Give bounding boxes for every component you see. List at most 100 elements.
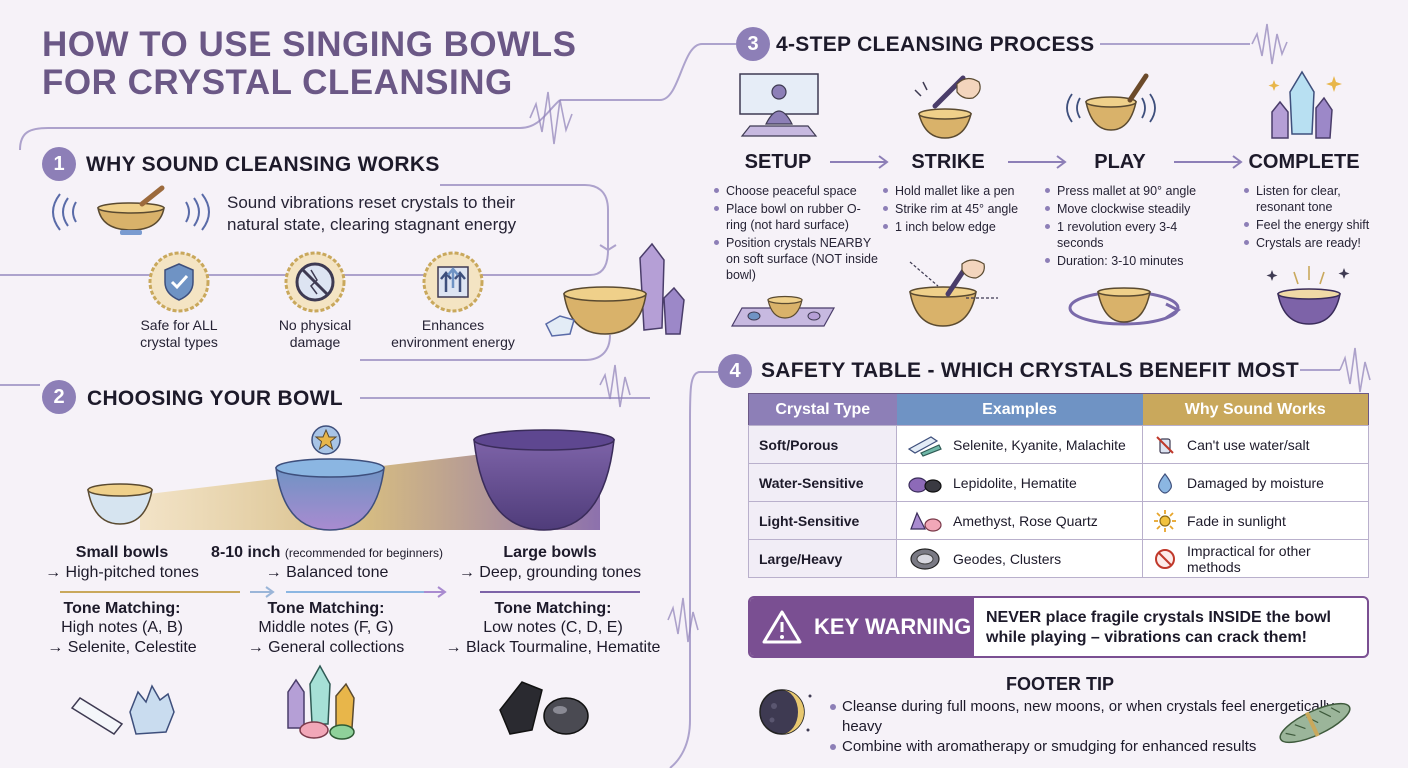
tone-match-large: Tone Matching: Low notes (C, D, E) → Bla…: [440, 600, 666, 658]
benefit-safe-line1: Safe for ALL: [140, 317, 218, 333]
tone-match-medium-crystals: → General collections: [247, 639, 405, 656]
step-play-item: Move clockwise steadily: [1045, 201, 1213, 217]
arrows-up-icon: [422, 251, 484, 313]
step-play-title: PLAY: [1094, 151, 1146, 173]
benefit-no-damage-line1: No physical: [278, 317, 352, 333]
safety-table-header-why: Why Sound Works: [1142, 393, 1369, 426]
tone-match-small-head: Tone Matching:: [63, 600, 181, 617]
section3-title: 4-STEP CLEANSING PROCESS: [776, 33, 1095, 56]
step-play-list: Press mallet at 90° angle Move clockwise…: [1045, 183, 1213, 271]
tone-match-medium-notes: Middle notes (F, G): [258, 619, 394, 636]
bowl-on-mat-icon: [730, 295, 836, 327]
prohibited-icon: [1155, 548, 1175, 569]
section3-number: 3: [736, 27, 770, 61]
step-strike-list: Hold mallet like a pen Strike rim at 45°…: [883, 183, 1041, 237]
table-row: Soft/Porous Selenite, Kyanite, Malachite: [748, 425, 1369, 464]
section1-description: Sound vibrations reset crystals to their…: [227, 192, 516, 236]
tone-match-medium-head: Tone Matching:: [267, 600, 385, 617]
table-row: Large/Heavy Geodes, Clusters Impract: [748, 539, 1369, 578]
moon-phase-icon: [759, 689, 812, 735]
section1-number: 1: [42, 147, 76, 181]
bowl-small-tone: → High-pitched tones: [45, 564, 199, 581]
step-setup-list: Choose peaceful space Place bowl on rubb…: [714, 183, 878, 285]
step-complete-list: Listen for clear, resonant tone Feel the…: [1244, 183, 1384, 253]
table-cell-examples: Amethyst, Rose Quartz: [953, 512, 1098, 529]
tone-match-large-notes: Low notes (C, D, E): [483, 619, 623, 636]
table-cell-why: Impractical for other methods: [1187, 542, 1311, 575]
step-complete-title: COMPLETE: [1248, 151, 1360, 173]
section2-number: 2: [42, 380, 76, 414]
table-row: Water-Sensitive Lepidolite, Hematite Dam…: [748, 463, 1369, 502]
table-cell-type: Soft/Porous: [748, 425, 897, 464]
step-strike-item: Strike rim at 45° angle: [883, 201, 1041, 217]
strike-mallet-icon: [914, 75, 981, 139]
step-strike-item: 1 inch below edge: [883, 219, 1041, 235]
bowl-large-label: Large bowls → Deep, grounding tones: [446, 543, 654, 583]
meditation-setup-icon: [739, 73, 819, 137]
benefit-safe-label: Safe for ALL crystal types: [120, 317, 238, 351]
strike-angle-icon: [909, 259, 998, 327]
safety-table: Crystal Type Examples Why Sound Works So…: [748, 393, 1369, 578]
bowl-with-crystals-illustration: [545, 242, 685, 337]
step-play-item: 1 revolution every 3-4 seconds: [1045, 219, 1213, 251]
page-title-line1: HOW TO USE SINGING BOWLS: [42, 25, 577, 64]
table-cell-examples: Selenite, Kyanite, Malachite: [953, 436, 1126, 453]
recommended-star-icon: [311, 425, 341, 455]
key-warning-box: KEY WARNING NEVER place fragile crystals…: [748, 596, 1369, 658]
table-cell-examples: Lepidolite, Hematite: [953, 474, 1077, 491]
tone-match-large-head: Tone Matching:: [494, 600, 612, 617]
tone-match-large-crystals: → Black Tourmaline, Hematite: [445, 639, 661, 656]
selenite-kyanite-malachite-icon: [907, 435, 942, 457]
section4-number: 4: [718, 354, 752, 388]
footer-tip-list: Cleanse during full moons, new moons, or…: [828, 697, 1368, 757]
tone-match-small: Tone Matching: High notes (A, B) → Selen…: [44, 600, 200, 658]
tone-divider-arrows: [60, 586, 640, 598]
bowl-small-label: Small bowls → High-pitched tones: [44, 543, 200, 583]
step-setup-item: Position crystals NEARBY on soft surface…: [714, 235, 878, 283]
safety-table-header-type: Crystal Type: [748, 393, 897, 426]
shield-check-icon: [148, 251, 210, 313]
tone-match-small-crystals: → Selenite, Celestite: [47, 639, 197, 656]
lepidolite-hematite-icon: [908, 476, 942, 493]
no-damage-icon: [284, 251, 346, 313]
benefit-enhances-line2: environment energy: [391, 334, 515, 350]
table-cell-why: Damaged by moisture: [1187, 474, 1324, 491]
tone-match-small-notes: High notes (A, B): [61, 619, 183, 636]
step-play-item: Duration: 3-10 minutes: [1045, 253, 1213, 269]
section1-title: WHY SOUND CLEANSING WORKS: [86, 153, 440, 176]
step-complete-item: Feel the energy shift: [1244, 217, 1384, 233]
no-water-icon: [1156, 435, 1174, 454]
bowl-small-name: Small bowls: [75, 544, 169, 561]
benefit-no-damage-line2: damage: [289, 334, 341, 350]
step-setup-title: SETUP: [744, 151, 812, 173]
key-warning-line1: NEVER place fragile crystals INSIDE the …: [986, 609, 1331, 626]
amethyst-rose-quartz-icon: [910, 511, 942, 532]
footer-tip-title: FOOTER TIP: [1006, 674, 1114, 694]
benefit-enhances-label: Enhances environment energy: [386, 317, 520, 351]
bowl-large-name: Large bowls: [503, 544, 597, 561]
benefit-enhances-line1: Enhances: [421, 317, 485, 333]
bowl-size-gradient-illustration: [87, 429, 615, 531]
sage-bundle-icon: [1279, 702, 1351, 744]
step-setup-item: Place bowl on rubber O-ring (not hard su…: [714, 201, 878, 233]
bowl-medium-tone: → Balanced tone: [265, 564, 389, 581]
table-cell-examples: Geodes, Clusters: [953, 550, 1062, 567]
step-play-item: Press mallet at 90° angle: [1045, 183, 1213, 199]
section2-title: CHOOSING YOUR BOWL: [87, 387, 343, 410]
play-bowl-vibration-icon: [1066, 73, 1156, 131]
section4-title: SAFETY TABLE - WHICH CRYSTALS BENEFIT MO…: [761, 359, 1299, 382]
black-tourmaline-hematite-icon: [499, 681, 589, 735]
section1-description-line2: natural state, clearing stagnant energy: [227, 215, 517, 234]
bowl-medium-note: (recommended for beginners): [284, 546, 443, 560]
tone-match-medium: Tone Matching: Middle notes (F, G) → Gen…: [228, 600, 424, 658]
key-warning-label: KEY WARNING: [814, 614, 972, 639]
benefit-no-damage-label: No physical damage: [258, 317, 372, 351]
table-row: Light-Sensitive Amethyst, Rose Quartz: [748, 501, 1369, 540]
step-strike-item: Hold mallet like a pen: [883, 183, 1041, 199]
safety-table-header-examples: Examples: [896, 393, 1143, 426]
table-cell-type: Water-Sensitive: [748, 463, 897, 502]
benefit-safe-line2: crystal types: [140, 334, 218, 350]
selenite-celestite-crystals-icon: [70, 684, 175, 735]
sparkling-crystals-icon: [1268, 70, 1342, 139]
